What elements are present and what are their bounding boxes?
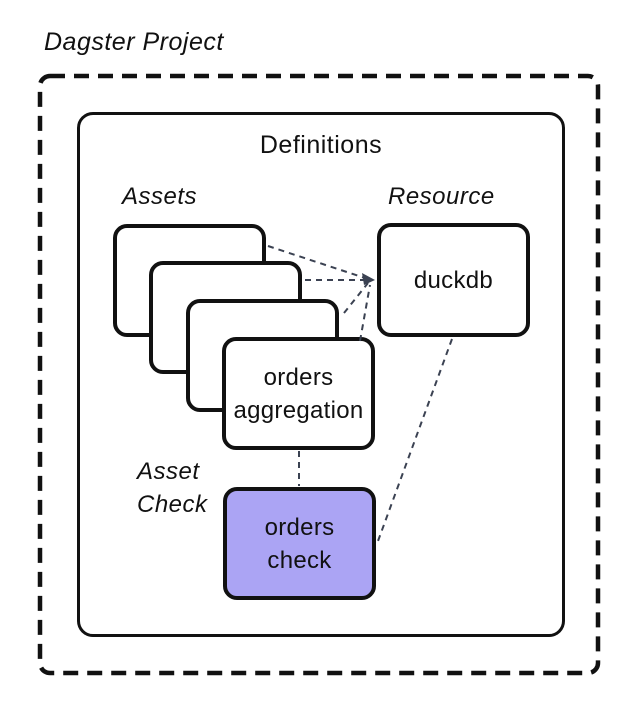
asset-check-label-line1: Asset	[137, 458, 200, 485]
orders-check-label-line2: check	[267, 546, 332, 574]
resource-group-label: Resource	[388, 183, 495, 210]
duckdb-label: duckdb	[413, 266, 494, 294]
diagram-title: Dagster Project	[44, 28, 224, 56]
asset-check-group-label: Asset Check	[137, 455, 208, 521]
orders-aggregation-label-line2: aggregation	[233, 396, 364, 424]
asset-node-orders-aggregation: orders aggregation	[222, 337, 375, 450]
asset-check-node-orders-check: orders check	[223, 487, 376, 600]
asset-check-label-line2: Check	[137, 491, 208, 518]
orders-aggregation-label-line1: orders	[263, 363, 334, 391]
assets-group-label: Assets	[122, 183, 198, 210]
resource-node-duckdb: duckdb	[377, 223, 530, 337]
definitions-label: Definitions	[259, 131, 383, 159]
orders-check-label-line1: orders	[264, 513, 335, 541]
